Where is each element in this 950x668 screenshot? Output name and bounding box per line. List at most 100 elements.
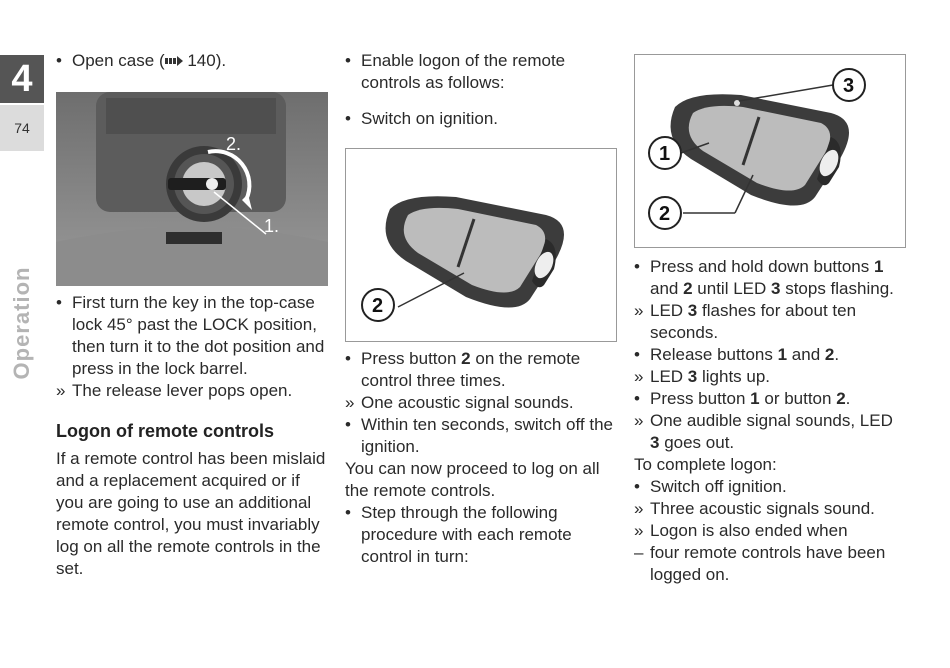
dash-marker: – [634,543,644,562]
bullet: • [634,477,640,496]
fig2-label: 2 [372,295,383,317]
release-text-d: . [834,345,840,364]
pb-button-2: 2 [836,389,846,408]
open-case-ref: 140). [182,51,227,70]
press-text-a: Press button [361,349,462,368]
list-item-led-flashes: » LED 3 flashes for about ten seconds. [634,300,906,344]
section-heading: Logon of remote controls [56,421,274,441]
list-item-enable: • Enable logon of the remote controls as… [345,50,617,94]
open-case-text: Open case ( [72,51,165,70]
hold-text-e: stops flashing. [780,279,894,298]
chapter-sidebar: 4 74 Operation [0,55,44,379]
result-lever-text: The release lever pops open. [72,381,293,400]
pb-button-1: 1 [750,389,760,408]
bullet: • [345,349,351,368]
bullet: • [634,257,640,276]
list-item-audible: » One audible signal sounds, LED 3 goes … [634,410,906,454]
list-item-switch-off: • Switch off ignition. [634,476,906,498]
fig1-label-1: 1. [264,216,279,236]
switch-on-text: Switch on ignition. [361,109,499,128]
step-through-text: Step through the following procedure wit… [361,503,572,566]
fig3-label-1: 1 [659,143,670,165]
hold-button-1: 1 [873,257,884,276]
figure-topcase-lock: 2. 1. [56,92,328,286]
ended-text: Logon is also ended when [650,521,848,540]
list-item-release: • Release buttons 1 and 2. [634,344,906,366]
led-text-c: flashes for about ten seconds. [650,301,857,342]
hold-text-d: until LED [692,279,771,298]
result-marker: » [634,367,644,386]
pb-text-c: or button [759,389,837,408]
list-item-ended: » Logon is also ended when [634,520,906,542]
acoustic-text: One acoustic signal sounds. [361,393,574,412]
release-text-a: Release buttons [650,345,778,364]
intro-paragraph: If a remote control has been mislaid and… [56,449,326,578]
press-text-b: on the remote control three times. [361,349,581,390]
hold-text-a: Press and hold down buttons [650,257,874,276]
list-item-turn-key: • First turn the key in the top-case loc… [56,292,328,380]
list-item-switch-on: • Switch on ignition. [345,108,617,130]
release-button-2: 2 [824,345,835,364]
list-item-open-case: • Open case ( 140). [56,50,328,72]
hold-text-c: and [650,279,684,298]
figure-remote-buttons: 3 1 2 [634,54,906,248]
arrow-reference-icon [164,51,183,70]
column-1: • Open case ( 140). 2. 1. [56,48,328,580]
three-signals-text: Three acoustic signals sound. [650,499,875,518]
result-marker: » [634,411,644,430]
list-item-within: • Within ten seconds, switch off the ign… [345,414,617,458]
switch-off-text: Switch off ignition. [650,477,787,496]
audible-led-number: 3 [650,433,660,452]
list-item-three-signals: » Three acoustic signals sound. [634,498,906,520]
bullet: • [345,503,351,522]
chapter-number: 4 [0,55,44,103]
bullet: • [345,109,351,128]
proceed-paragraph: You can now proceed to log on all the re… [345,459,600,500]
list-item-acoustic: » One acoustic signal sounds. [345,392,617,414]
release-text-c: and [787,345,825,364]
fig1-label-2: 2. [226,134,241,154]
bullet: • [56,51,62,70]
fig3-label-2: 2 [659,203,670,225]
section-tab: Operation [9,266,34,380]
result-marker: » [634,301,644,320]
bullet: • [345,51,351,70]
four-remotes-text: four remote controls have been logged on… [650,543,886,584]
bullet: • [634,389,640,408]
bullet: • [56,293,62,312]
lights-text-a: LED [650,367,688,386]
hold-led-3: 3 [771,279,781,298]
led-text-a: LED [650,301,688,320]
bullet: • [345,415,351,434]
list-item-step-through: • Step through the following procedure w… [345,502,617,568]
result-marker: » [634,521,644,540]
result-marker: » [56,381,66,400]
figure-remote-button-2: 2 [345,148,617,342]
bullet: • [634,345,640,364]
column-2: • Enable logon of the remote controls as… [345,48,617,568]
result-marker: » [634,499,644,518]
pb-text-a: Press button [650,389,751,408]
press-button-number: 2 [461,349,471,368]
pb-text-d: . [845,389,851,408]
list-item-lever: » The release lever pops open. [56,380,328,402]
list-item-lights-up: » LED 3 lights up. [634,366,906,388]
hold-button-2: 2 [683,279,693,298]
audible-text-c: goes out. [659,433,735,452]
fig3-label-3: 3 [843,75,854,97]
complete-logon-text: To complete logon: [634,455,777,474]
enable-text: Enable logon of the remote controls as f… [361,51,566,92]
column-3: 3 1 2 • Press and hold down buttons 1 an… [634,48,906,586]
list-item-four-remotes: – four remote controls have been logged … [634,542,906,586]
step-key-text: First turn the key in the top-case lock … [72,293,325,378]
audible-text-a: One audible signal sounds, LED [650,411,893,430]
within-text: Within ten seconds, switch off the ignit… [361,415,613,456]
release-button-1: 1 [777,345,788,364]
lights-text-c: lights up. [697,367,771,386]
list-item-press-button: • Press button 2 on the remote control t… [345,348,617,392]
lights-led-number: 3 [687,367,698,386]
result-marker: » [345,393,355,412]
page-number: 74 [0,105,44,151]
list-item-hold: • Press and hold down buttons 1 and 2 un… [634,256,906,300]
list-item-press-1-or-2: • Press button 1 or button 2. [634,388,906,410]
